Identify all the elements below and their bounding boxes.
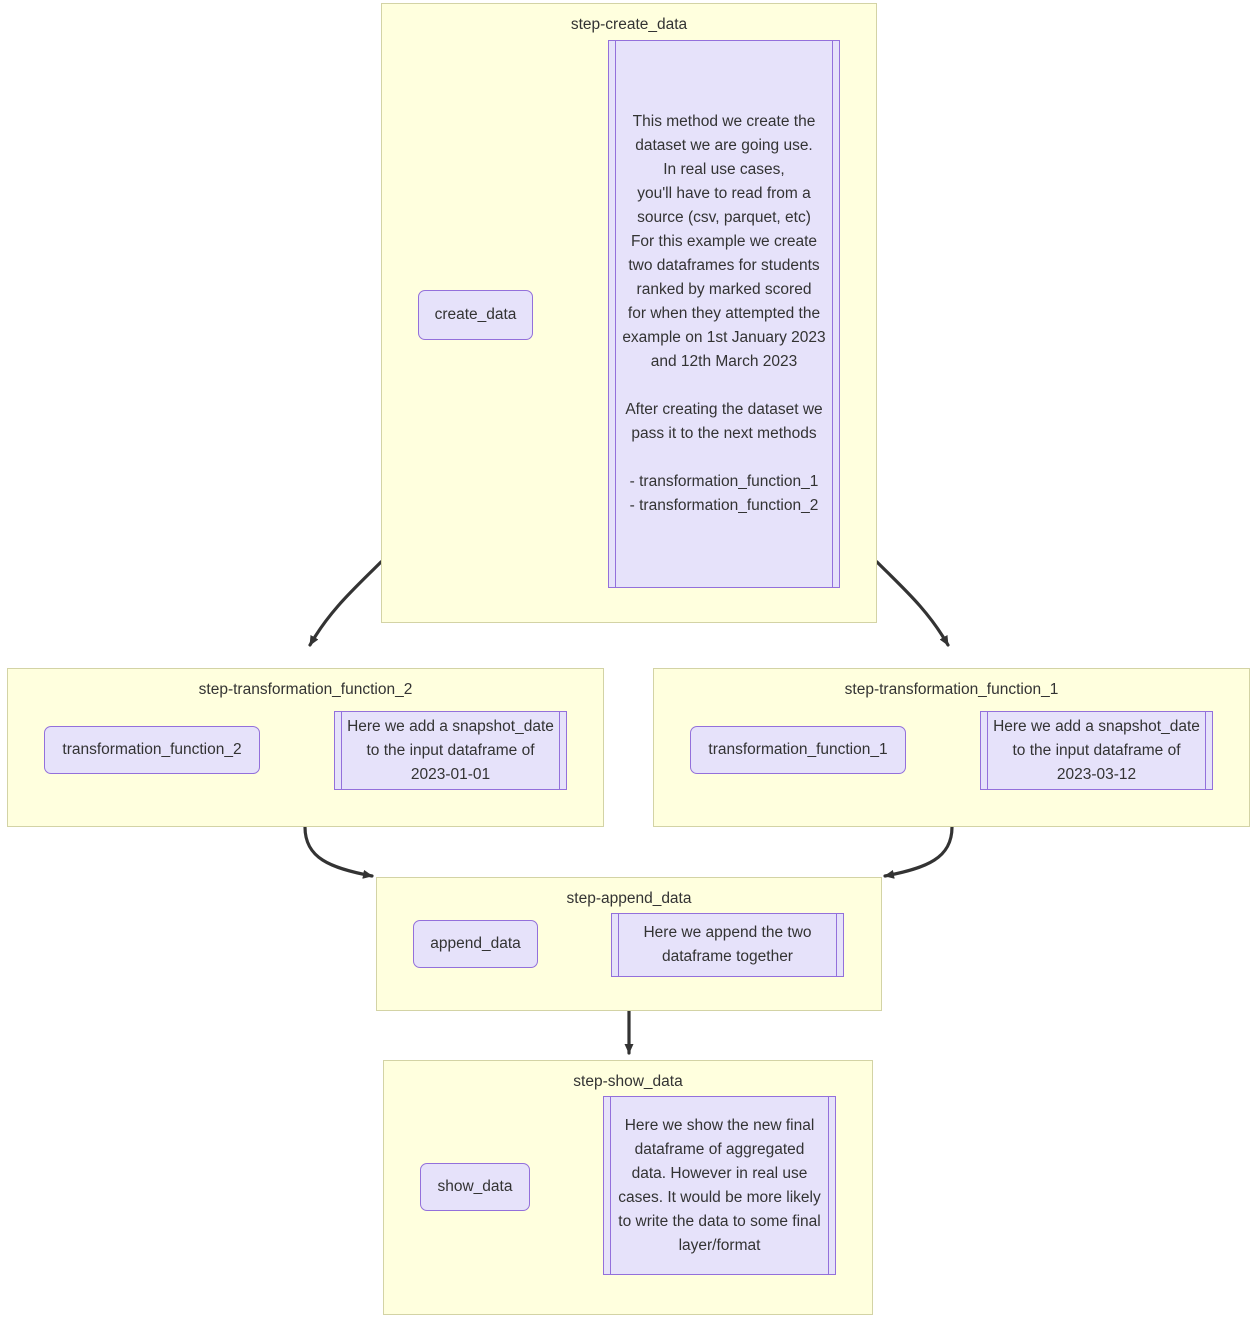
cluster-label-transformation-function-1: step-transformation_function_1 (844, 681, 1059, 698)
node-label-transformation-function-2: transformation_function_2 (62, 741, 242, 758)
note-text-create-data: This method we create the dataset we are… (622, 113, 826, 514)
edge-create-to-transform2 (308, 560, 383, 647)
note-create-data[interactable]: This method we create the dataset we are… (608, 40, 840, 588)
edge-transform2-to-append (303, 825, 374, 879)
note-text-show-data: Here we show the new final dataframe of … (618, 1116, 821, 1254)
note-show-data[interactable]: Here we show the new final dataframe of … (603, 1096, 836, 1275)
node-create-data[interactable]: create_data (418, 290, 533, 340)
note-text-append-data: Here we append the two dataframe togethe… (643, 924, 812, 965)
cluster-label-transformation-function-2: step-transformation_function_2 (198, 681, 413, 698)
edge-create-to-transform1 (875, 560, 950, 647)
note-transformation-function-1[interactable]: Here we add a snapshot_date to the input… (980, 711, 1213, 790)
note-transformation-function-2[interactable]: Here we add a snapshot_date to the input… (334, 711, 567, 790)
node-transformation-function-1[interactable]: transformation_function_1 (690, 726, 906, 774)
cluster-label-create-data: step-create_data (570, 16, 688, 33)
node-transformation-function-2[interactable]: transformation_function_2 (44, 726, 260, 774)
node-label-create-data: create_data (434, 306, 517, 323)
cluster-label-show-data: step-show_data (573, 1073, 683, 1090)
cluster-label-append-data: step-append_data (566, 890, 692, 907)
node-show-data[interactable]: show_data (420, 1163, 530, 1211)
edge-transform1-to-append (883, 825, 954, 879)
node-label-append-data: append_data (430, 935, 521, 952)
node-label-transformation-function-1: transformation_function_1 (708, 741, 888, 758)
node-label-show-data: show_data (437, 1178, 513, 1195)
node-append-data[interactable]: append_data (413, 920, 538, 968)
note-text-transformation-function-1: Here we add a snapshot_date to the input… (993, 717, 1200, 783)
note-text-transformation-function-2: Here we add a snapshot_date to the input… (347, 717, 554, 783)
note-append-data[interactable]: Here we append the two dataframe togethe… (611, 913, 844, 977)
